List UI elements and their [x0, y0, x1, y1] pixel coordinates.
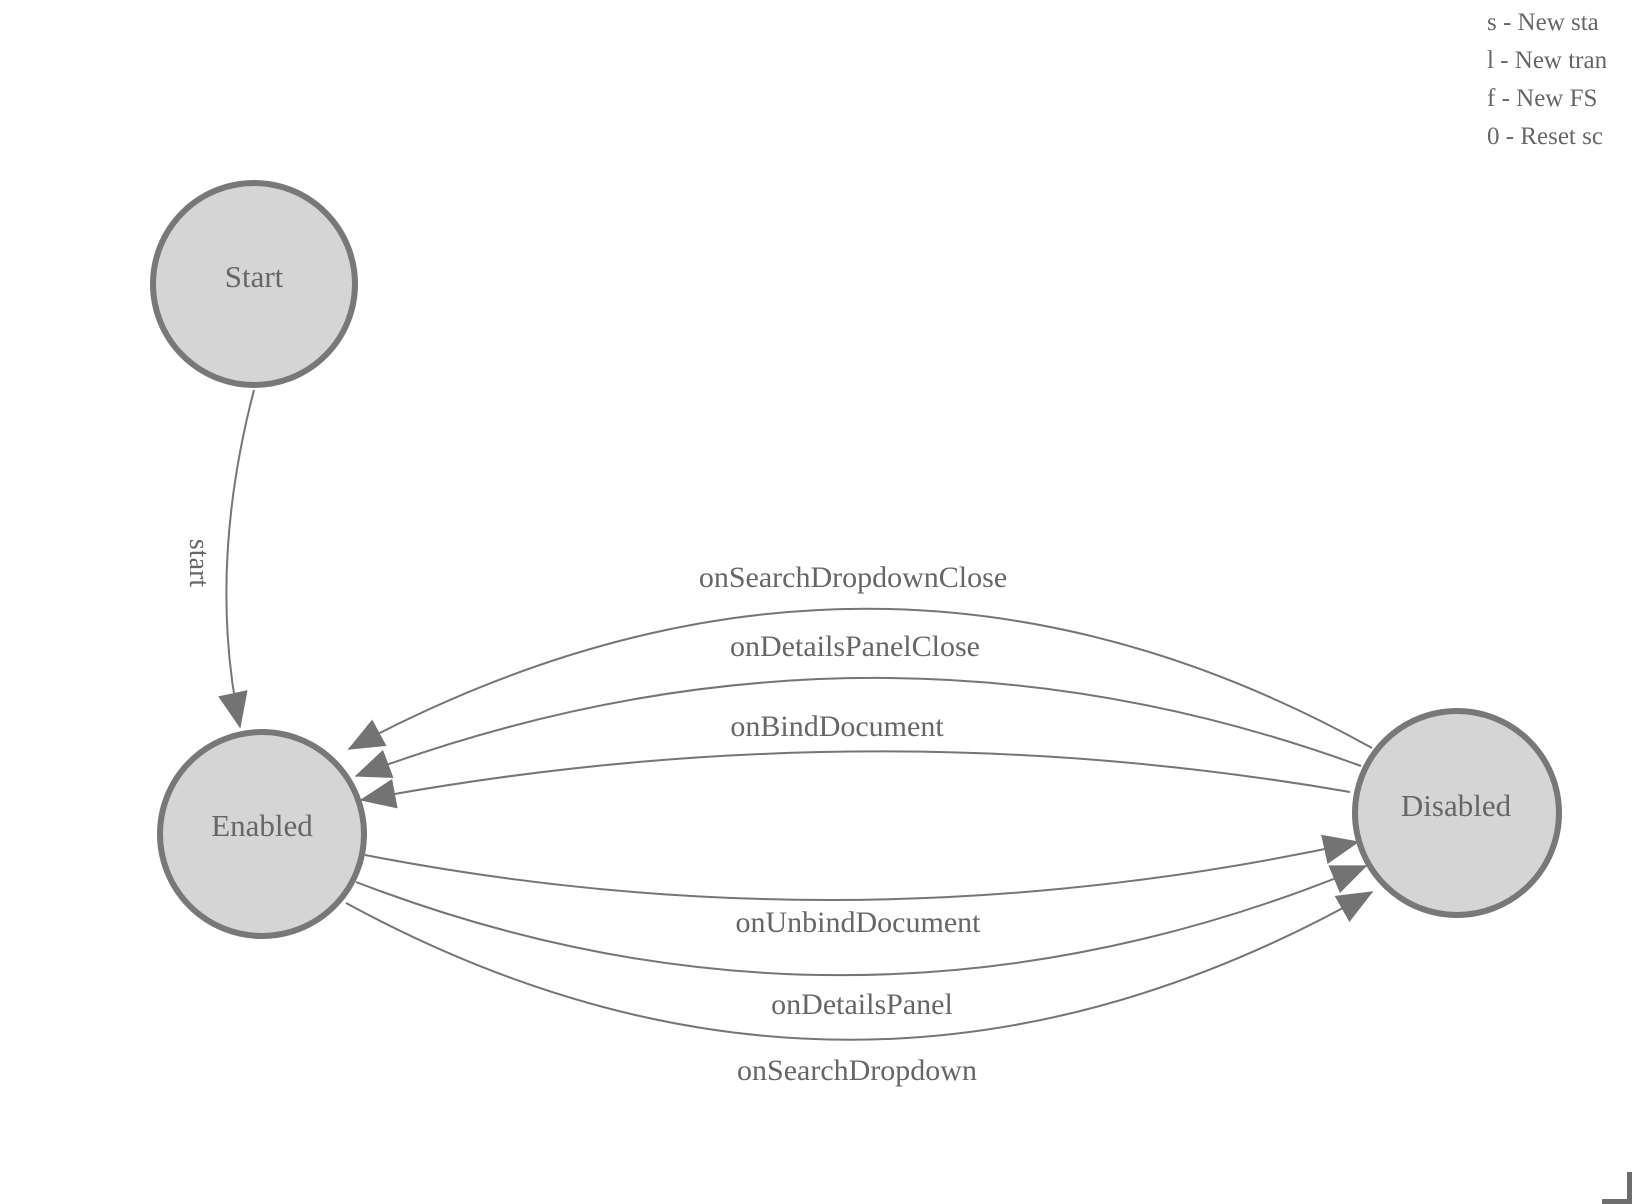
edge-ondetailspanelclose [354, 676, 1362, 778]
edge-onunbinddocument [364, 834, 1360, 901]
legend-line-new-transition: l - New tran [1487, 47, 1608, 74]
edge-label-onsearchdropdownclose: onSearchDropdownClose [698, 561, 1008, 594]
edge-onsearchdropdown [345, 891, 1374, 1041]
edge-start [218, 389, 255, 729]
state-label-start: Start [224, 259, 284, 294]
edge-ondetailspanel [355, 865, 1368, 977]
legend-line-new-state: s - New sta [1487, 9, 1599, 36]
state-label-disabled: Disabled [1400, 788, 1512, 823]
state-node-start[interactable] [150, 180, 358, 388]
legend-line-new-fsm: f - New FS [1487, 85, 1598, 112]
edge-label-ondetailspanelclose: onDetailsPanelClose [730, 630, 980, 663]
edge-onbinddocument [359, 750, 1351, 809]
edge-label-onsearchdropdown: onSearchDropdown [737, 1054, 977, 1087]
state-node-disabled[interactable] [1352, 708, 1562, 918]
edge-onsearchdropdownclose [347, 607, 1373, 750]
legend-line-reset: 0 - Reset sc [1487, 123, 1603, 150]
edge-label-ondetailspanel: onDetailsPanel [771, 988, 953, 1021]
edge-label-onunbinddocument: onUnbindDocument [735, 906, 981, 939]
edge-label-onbinddocument: onBindDocument [730, 710, 944, 743]
edge-label-start: start [183, 538, 214, 588]
state-node-enabled[interactable] [157, 729, 367, 939]
state-label-enabled: Enabled [211, 808, 313, 843]
shortcut-legend: s - New sta l - New tran f - New FS 0 - … [1487, 4, 1607, 156]
canvas-corner-bracket [1602, 1172, 1632, 1204]
